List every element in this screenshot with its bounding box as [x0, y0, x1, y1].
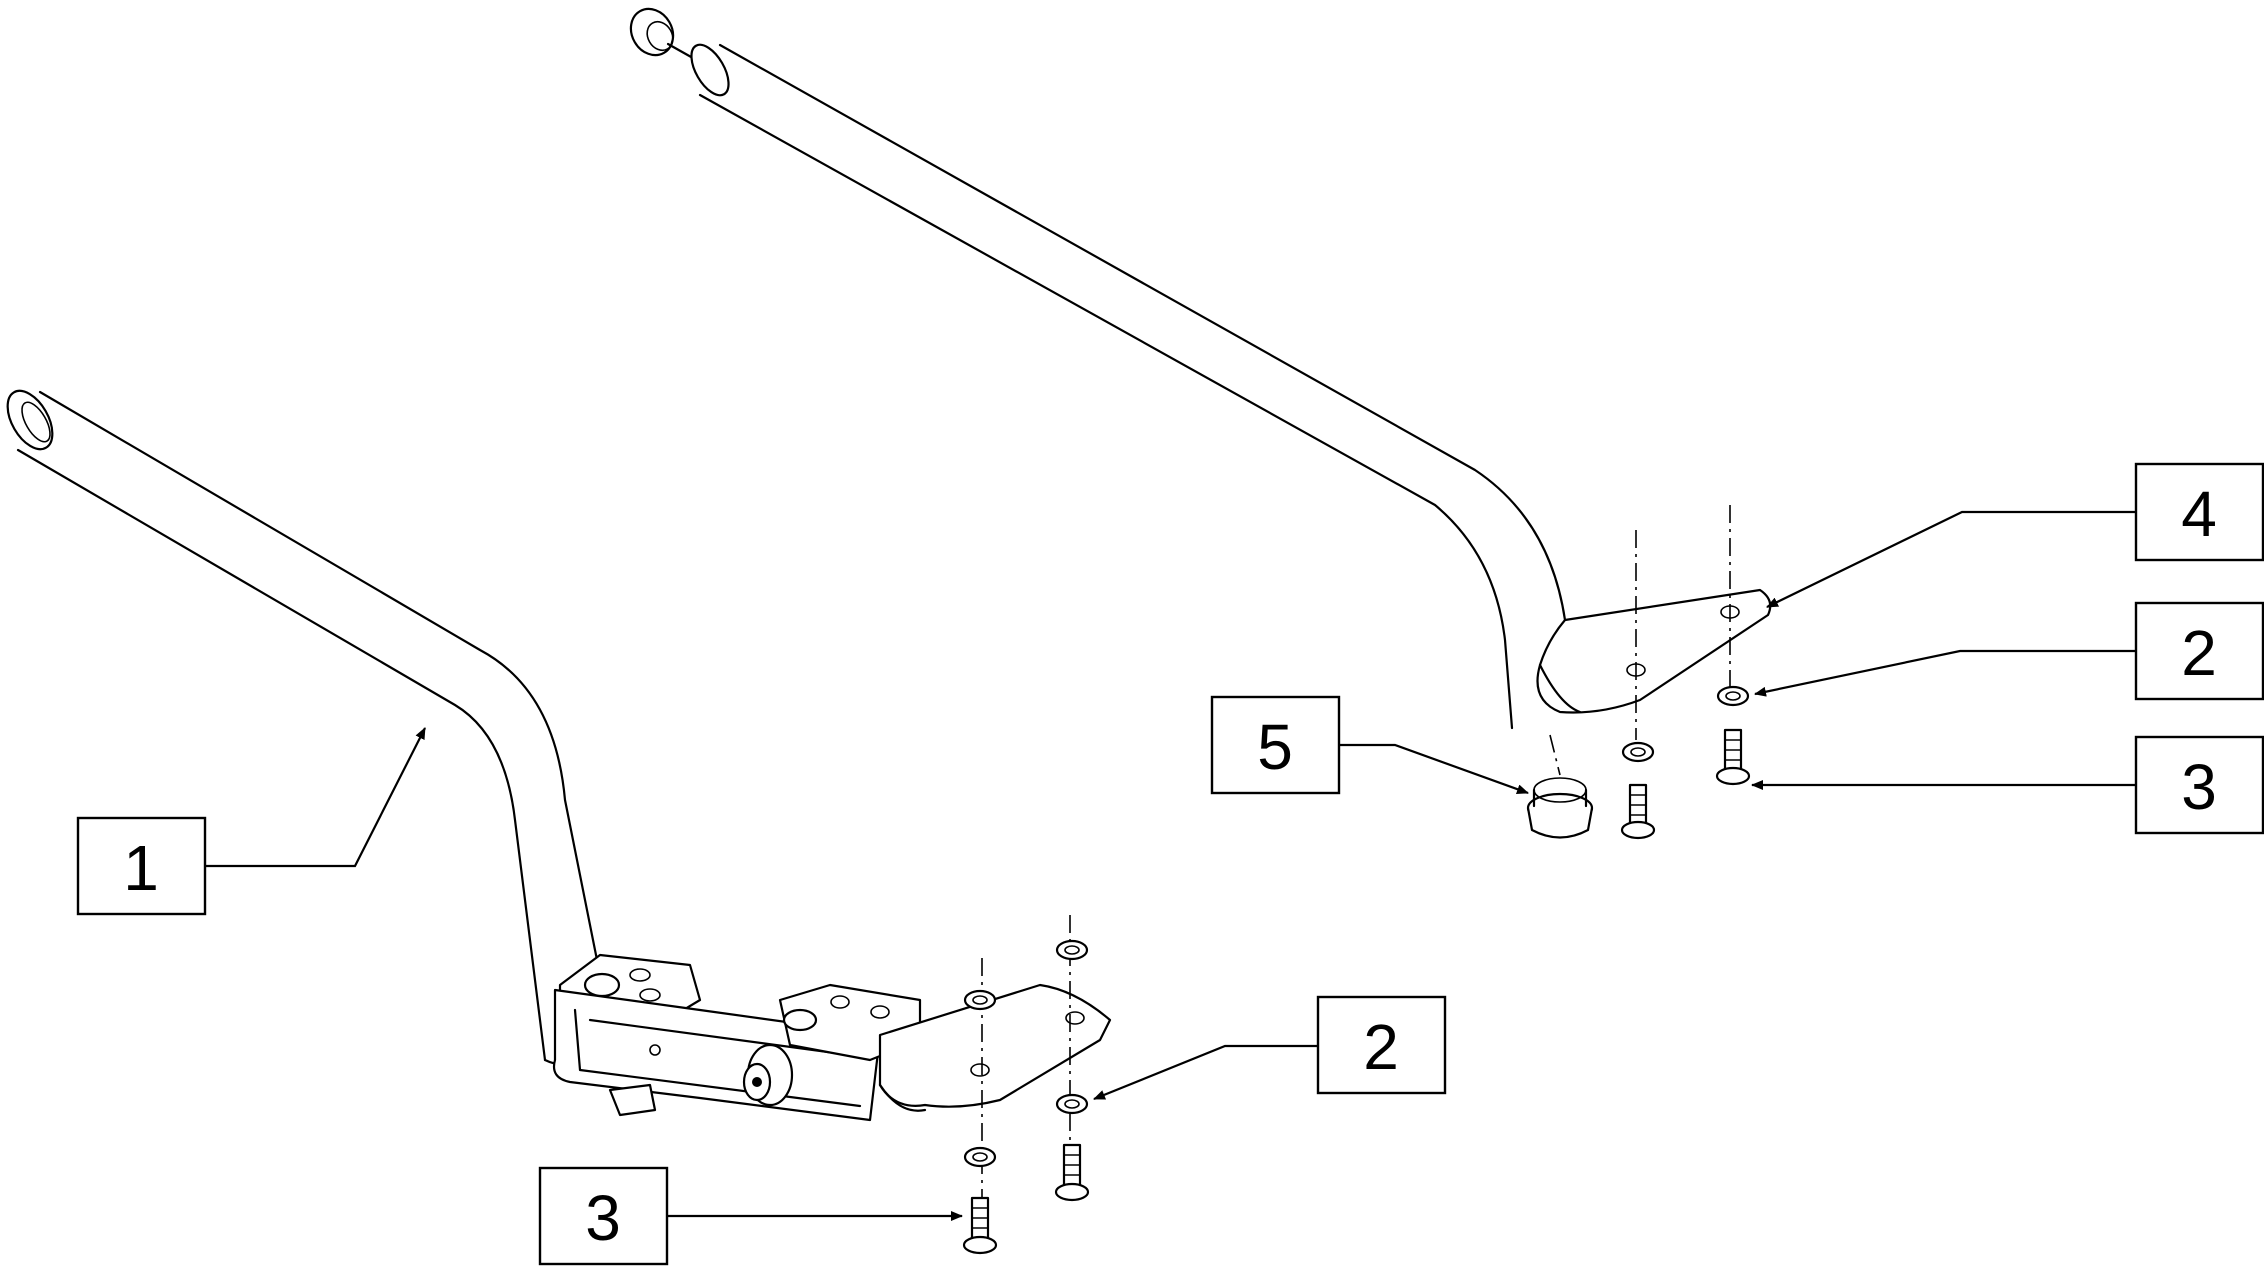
callout-1: 1 [76, 727, 426, 916]
upper-washer-left [1621, 741, 1655, 763]
upper-plug-5 [1526, 777, 1594, 839]
callout-1-label: 1 [123, 832, 159, 904]
callout-2-upper-label: 2 [2181, 617, 2217, 689]
lower-washer-top-right [1055, 939, 1089, 961]
callout-4: 4 [1766, 462, 2264, 608]
lower-washer-top-left [963, 989, 997, 1011]
callout-5-label: 5 [1257, 711, 1293, 783]
callout-3-upper: 3 [1751, 735, 2264, 835]
callout-2-upper: 2 [1754, 601, 2264, 701]
upper-center-lines [1549, 505, 1731, 776]
callout-3-lower: 3 [538, 1166, 963, 1266]
lower-clamp-assembly [552, 953, 1112, 1122]
upper-washer-right [1716, 685, 1750, 707]
upper-screw-left [1620, 783, 1656, 840]
upper-screw-right [1715, 728, 1751, 786]
lower-screw-right [1054, 1143, 1090, 1202]
callout-2-lower-label: 2 [1363, 1011, 1399, 1083]
callout-3-upper-label: 3 [2181, 751, 2217, 823]
callout-5: 5 [1210, 695, 1529, 795]
lower-screw-left [962, 1196, 998, 1255]
callout-3-lower-label: 3 [585, 1182, 621, 1254]
callout-2-lower: 2 [1093, 995, 1447, 1101]
lower-washer-bottom-right [1055, 1093, 1089, 1115]
upper-arm-tube [629, 7, 1772, 730]
lower-washer-bottom-left [963, 1146, 997, 1168]
callout-4-label: 4 [2181, 478, 2217, 550]
lower-arm-tube [6, 389, 602, 1067]
